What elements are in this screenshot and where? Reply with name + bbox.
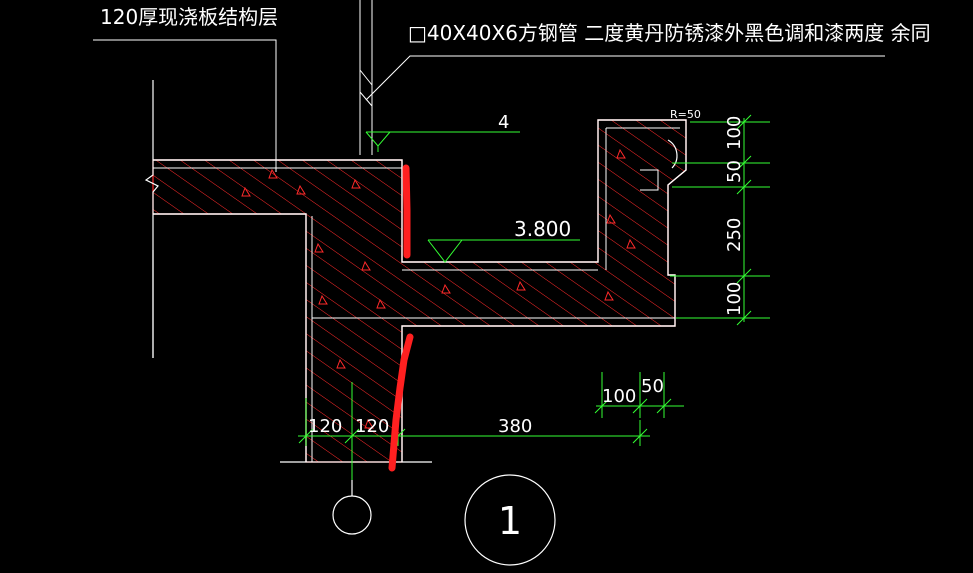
dim-h-380: 380: [498, 416, 532, 437]
radius-label: R=50: [670, 108, 701, 121]
dim-v-50: 50: [724, 160, 745, 183]
dim-v-250: 250: [724, 218, 745, 252]
dim-h-120-left: 120: [308, 416, 342, 437]
vertical-dimension-chain: [670, 114, 770, 326]
level-main-label: 3.800: [514, 217, 571, 241]
level-symbol-main: [427, 239, 580, 263]
break-line: [144, 80, 159, 358]
slab-note: 120厚现浇板结构层: [100, 5, 278, 29]
dim-h-120-right: 120: [355, 416, 389, 437]
steel-tube-post: [359, 0, 373, 155]
dim-h-50: 50: [641, 376, 664, 397]
tube-note: □40X40X6方钢管 二度黄丹防锈漆外黑色调和漆两度 余同: [408, 21, 931, 45]
concrete-section: [152, 119, 687, 463]
red-markup: [388, 164, 414, 472]
dim-h-100: 100: [602, 386, 636, 407]
axis-bubble: [332, 480, 372, 535]
horizontal-dimension-upper: [594, 372, 684, 418]
detail-number-circle: [464, 474, 556, 566]
dim-v-100-top: 100: [724, 116, 745, 150]
level-small-label: 4: [498, 112, 509, 133]
detail-number: 1: [498, 499, 522, 543]
aggregate-marks: [241, 148, 636, 429]
dim-v-100-bottom: 100: [724, 282, 745, 316]
leader-lines: [93, 39, 885, 172]
level-symbol-small: [365, 131, 520, 152]
